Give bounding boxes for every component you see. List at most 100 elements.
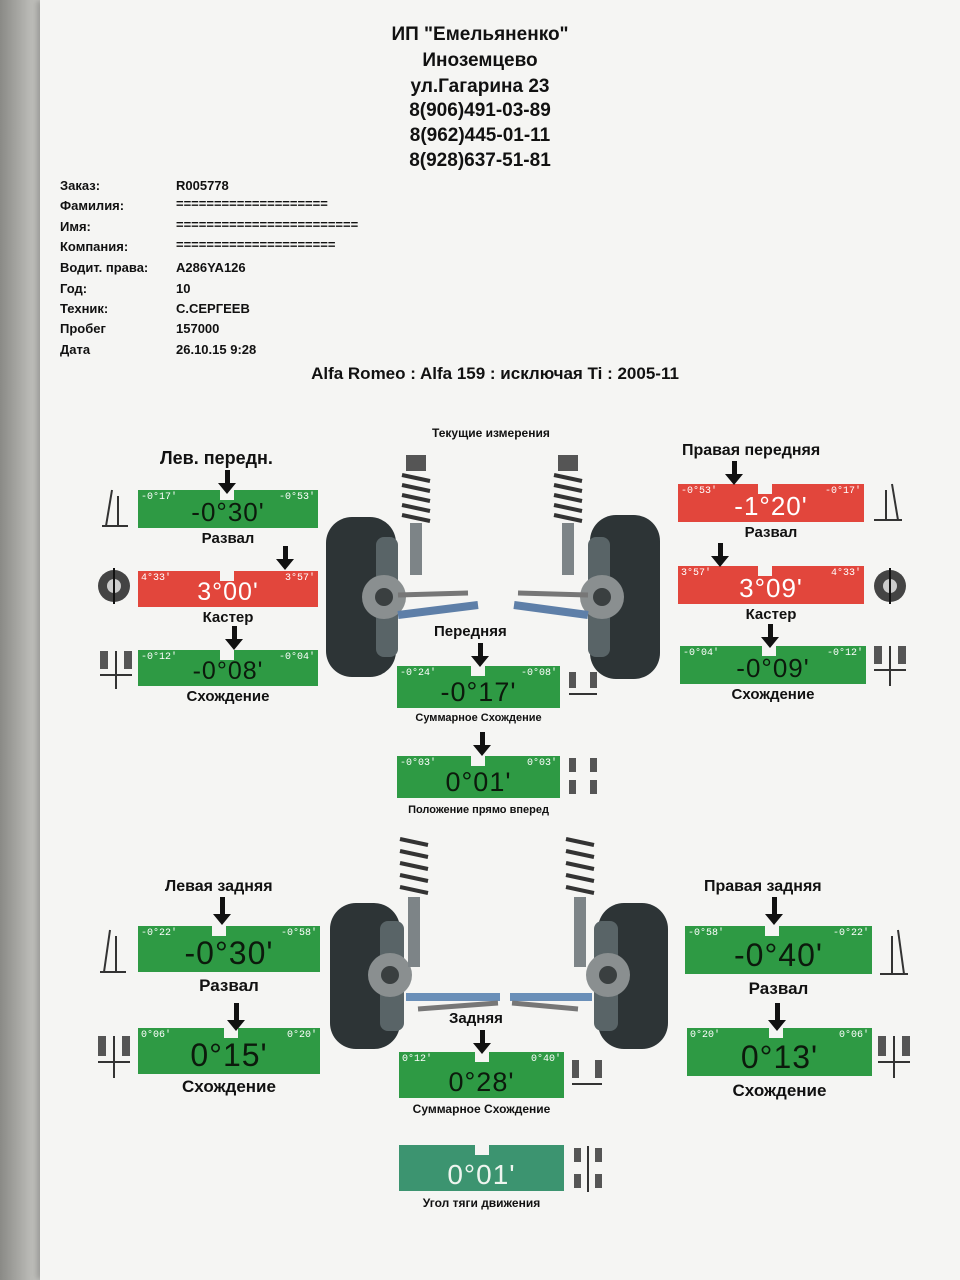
- measured-value: -0°17': [440, 677, 517, 707]
- panel-label: Схождение: [186, 688, 270, 705]
- toe-diagram-icon: [100, 651, 132, 689]
- range-min: -0°04': [683, 648, 720, 659]
- company-city: Иноземцево: [422, 50, 538, 71]
- info-value: ========================: [176, 217, 359, 232]
- range-min: -0°03': [400, 758, 437, 769]
- info-value: С.СЕРГЕЕВ: [176, 301, 250, 316]
- range-max: -0°53': [278, 492, 315, 503]
- info-label: Фамилия:: [60, 198, 125, 213]
- front-right-caster-panel: 3°57' 4°33' 3°09': [678, 566, 864, 604]
- range-max: -0°22': [832, 928, 869, 939]
- front-left-camber-panel: -0°17' -0°53' -0°30': [138, 490, 318, 528]
- panel-label: Схождение: [732, 1081, 827, 1100]
- measured-value: -0°30': [191, 497, 265, 527]
- front-right-camber-panel: -0°53' -0°17' -1°20': [678, 484, 864, 522]
- measured-value: 3°00': [197, 578, 259, 606]
- thrust-angle-panel: 0°01': [399, 1145, 564, 1191]
- measured-value: 3°09': [739, 573, 803, 603]
- info-label: Дата: [60, 342, 91, 357]
- info-label: Техник:: [60, 301, 109, 316]
- panel-label: Угол тяги движения: [422, 1196, 541, 1210]
- caster-diagram-icon: [98, 568, 130, 604]
- measured-value: -0°40': [734, 937, 823, 973]
- info-value: =====================: [176, 237, 336, 252]
- current-measurements-title: Текущие измерения: [432, 426, 550, 440]
- page-edge: [0, 0, 40, 1280]
- measured-value: 0°01': [445, 767, 512, 797]
- toe-diagram-icon: [878, 1036, 910, 1078]
- range-max: -0°08': [520, 668, 557, 679]
- rear-total-toe-panel: 0°12' 0°40' 0°28': [399, 1052, 564, 1098]
- range-min: -0°58': [688, 928, 725, 939]
- range-min: -0°12': [141, 652, 178, 663]
- info-value: A286YA126: [176, 260, 246, 275]
- info-label: Пробег: [60, 321, 106, 336]
- range-min: 3°57': [681, 568, 712, 579]
- toe-diagram-icon: [98, 1036, 130, 1078]
- range-max: -0°12': [826, 648, 863, 659]
- measured-value: 0°13': [740, 1039, 819, 1075]
- front-suspension-illustration: [326, 455, 660, 679]
- front-left-caster-panel: 4°33' 3°57' 3°00': [138, 571, 318, 607]
- rear-axle-title: Задняя: [449, 1010, 503, 1027]
- panel-label: Суммарное Схождение: [415, 712, 542, 724]
- front-total-toe-panel: -0°24' -0°08' -0°17': [397, 666, 560, 708]
- range-min: -0°22': [141, 928, 178, 939]
- panel-label: Схождение: [731, 686, 815, 703]
- range-min: 0°20': [690, 1030, 721, 1041]
- steering-diagram-icon: [569, 758, 597, 794]
- info-label: Имя:: [60, 219, 91, 234]
- camber-diagram-icon: [102, 489, 128, 527]
- rear-left-title: Левая задняя: [165, 878, 273, 895]
- measured-value: -0°09': [736, 653, 810, 683]
- toe-diagram-icon: [874, 646, 906, 686]
- company-phone-2: 8(962)445-01-11: [409, 125, 551, 146]
- range-min: 4°33': [141, 573, 172, 584]
- panel-label: Развал: [199, 976, 259, 995]
- rear-right-camber-panel: -0°58' -0°22' -0°40': [685, 926, 872, 974]
- range-min: 0°12': [402, 1054, 433, 1065]
- panel-label: Развал: [744, 524, 798, 541]
- info-value: R005778: [176, 178, 229, 193]
- range-min: -0°53': [681, 486, 718, 497]
- measured-value: -0°30': [184, 935, 274, 971]
- vehicle-title: Alfa Romeo : Alfa 159 : исключая Ti : 20…: [311, 364, 679, 383]
- measured-value: 0°28': [448, 1067, 515, 1097]
- panel-label: Схождение: [182, 1077, 276, 1096]
- front-right-toe-panel: -0°04' -0°12' -0°09': [680, 646, 866, 684]
- rear-right-toe-panel: 0°20' 0°06' 0°13': [687, 1028, 872, 1076]
- range-min: -0°24': [400, 668, 437, 679]
- measured-value: 0°15': [190, 1037, 268, 1073]
- camber-diagram-icon: [100, 929, 126, 973]
- rear-left-camber-panel: -0°22' -0°58' -0°30': [138, 926, 320, 972]
- panel-label: Суммарное Схождение: [412, 1102, 551, 1116]
- range-max: 4°33': [830, 568, 861, 579]
- panel-label: Развал: [201, 530, 255, 547]
- range-max: 0°40': [530, 1054, 561, 1065]
- measured-value: -1°20': [734, 491, 808, 521]
- front-left-title: Лев. передн.: [160, 448, 273, 468]
- info-label: Водит. права:: [60, 260, 149, 275]
- info-value: 10: [176, 281, 191, 296]
- range-max: 0°03': [526, 758, 557, 769]
- measured-value: -0°08': [192, 657, 264, 685]
- front-right-title: Правая передняя: [682, 442, 821, 459]
- panel-label: Положение прямо вперед: [408, 804, 549, 816]
- camber-diagram-icon: [874, 483, 902, 521]
- info-label: Заказ:: [60, 178, 101, 193]
- info-value: ====================: [176, 196, 328, 211]
- range-max: -0°04': [278, 652, 315, 663]
- company-street: ул.Гагарина 23: [410, 76, 550, 97]
- rear-right-title: Правая задняя: [704, 878, 822, 895]
- range-max: 0°06': [838, 1030, 869, 1041]
- thrust-angle-diagram-icon: [574, 1146, 602, 1192]
- panel-label: Кастер: [745, 606, 797, 623]
- rear-suspension-illustration: [330, 837, 668, 1049]
- range-min: -0°17': [141, 492, 178, 503]
- range-max: -0°58': [280, 928, 317, 939]
- camber-diagram-icon: [880, 929, 908, 975]
- info-label: Год:: [60, 281, 88, 296]
- measured-value: 0°01': [447, 1159, 516, 1190]
- info-value: 26.10.15 9:28: [176, 342, 257, 357]
- total-toe-diagram-icon: [569, 672, 597, 695]
